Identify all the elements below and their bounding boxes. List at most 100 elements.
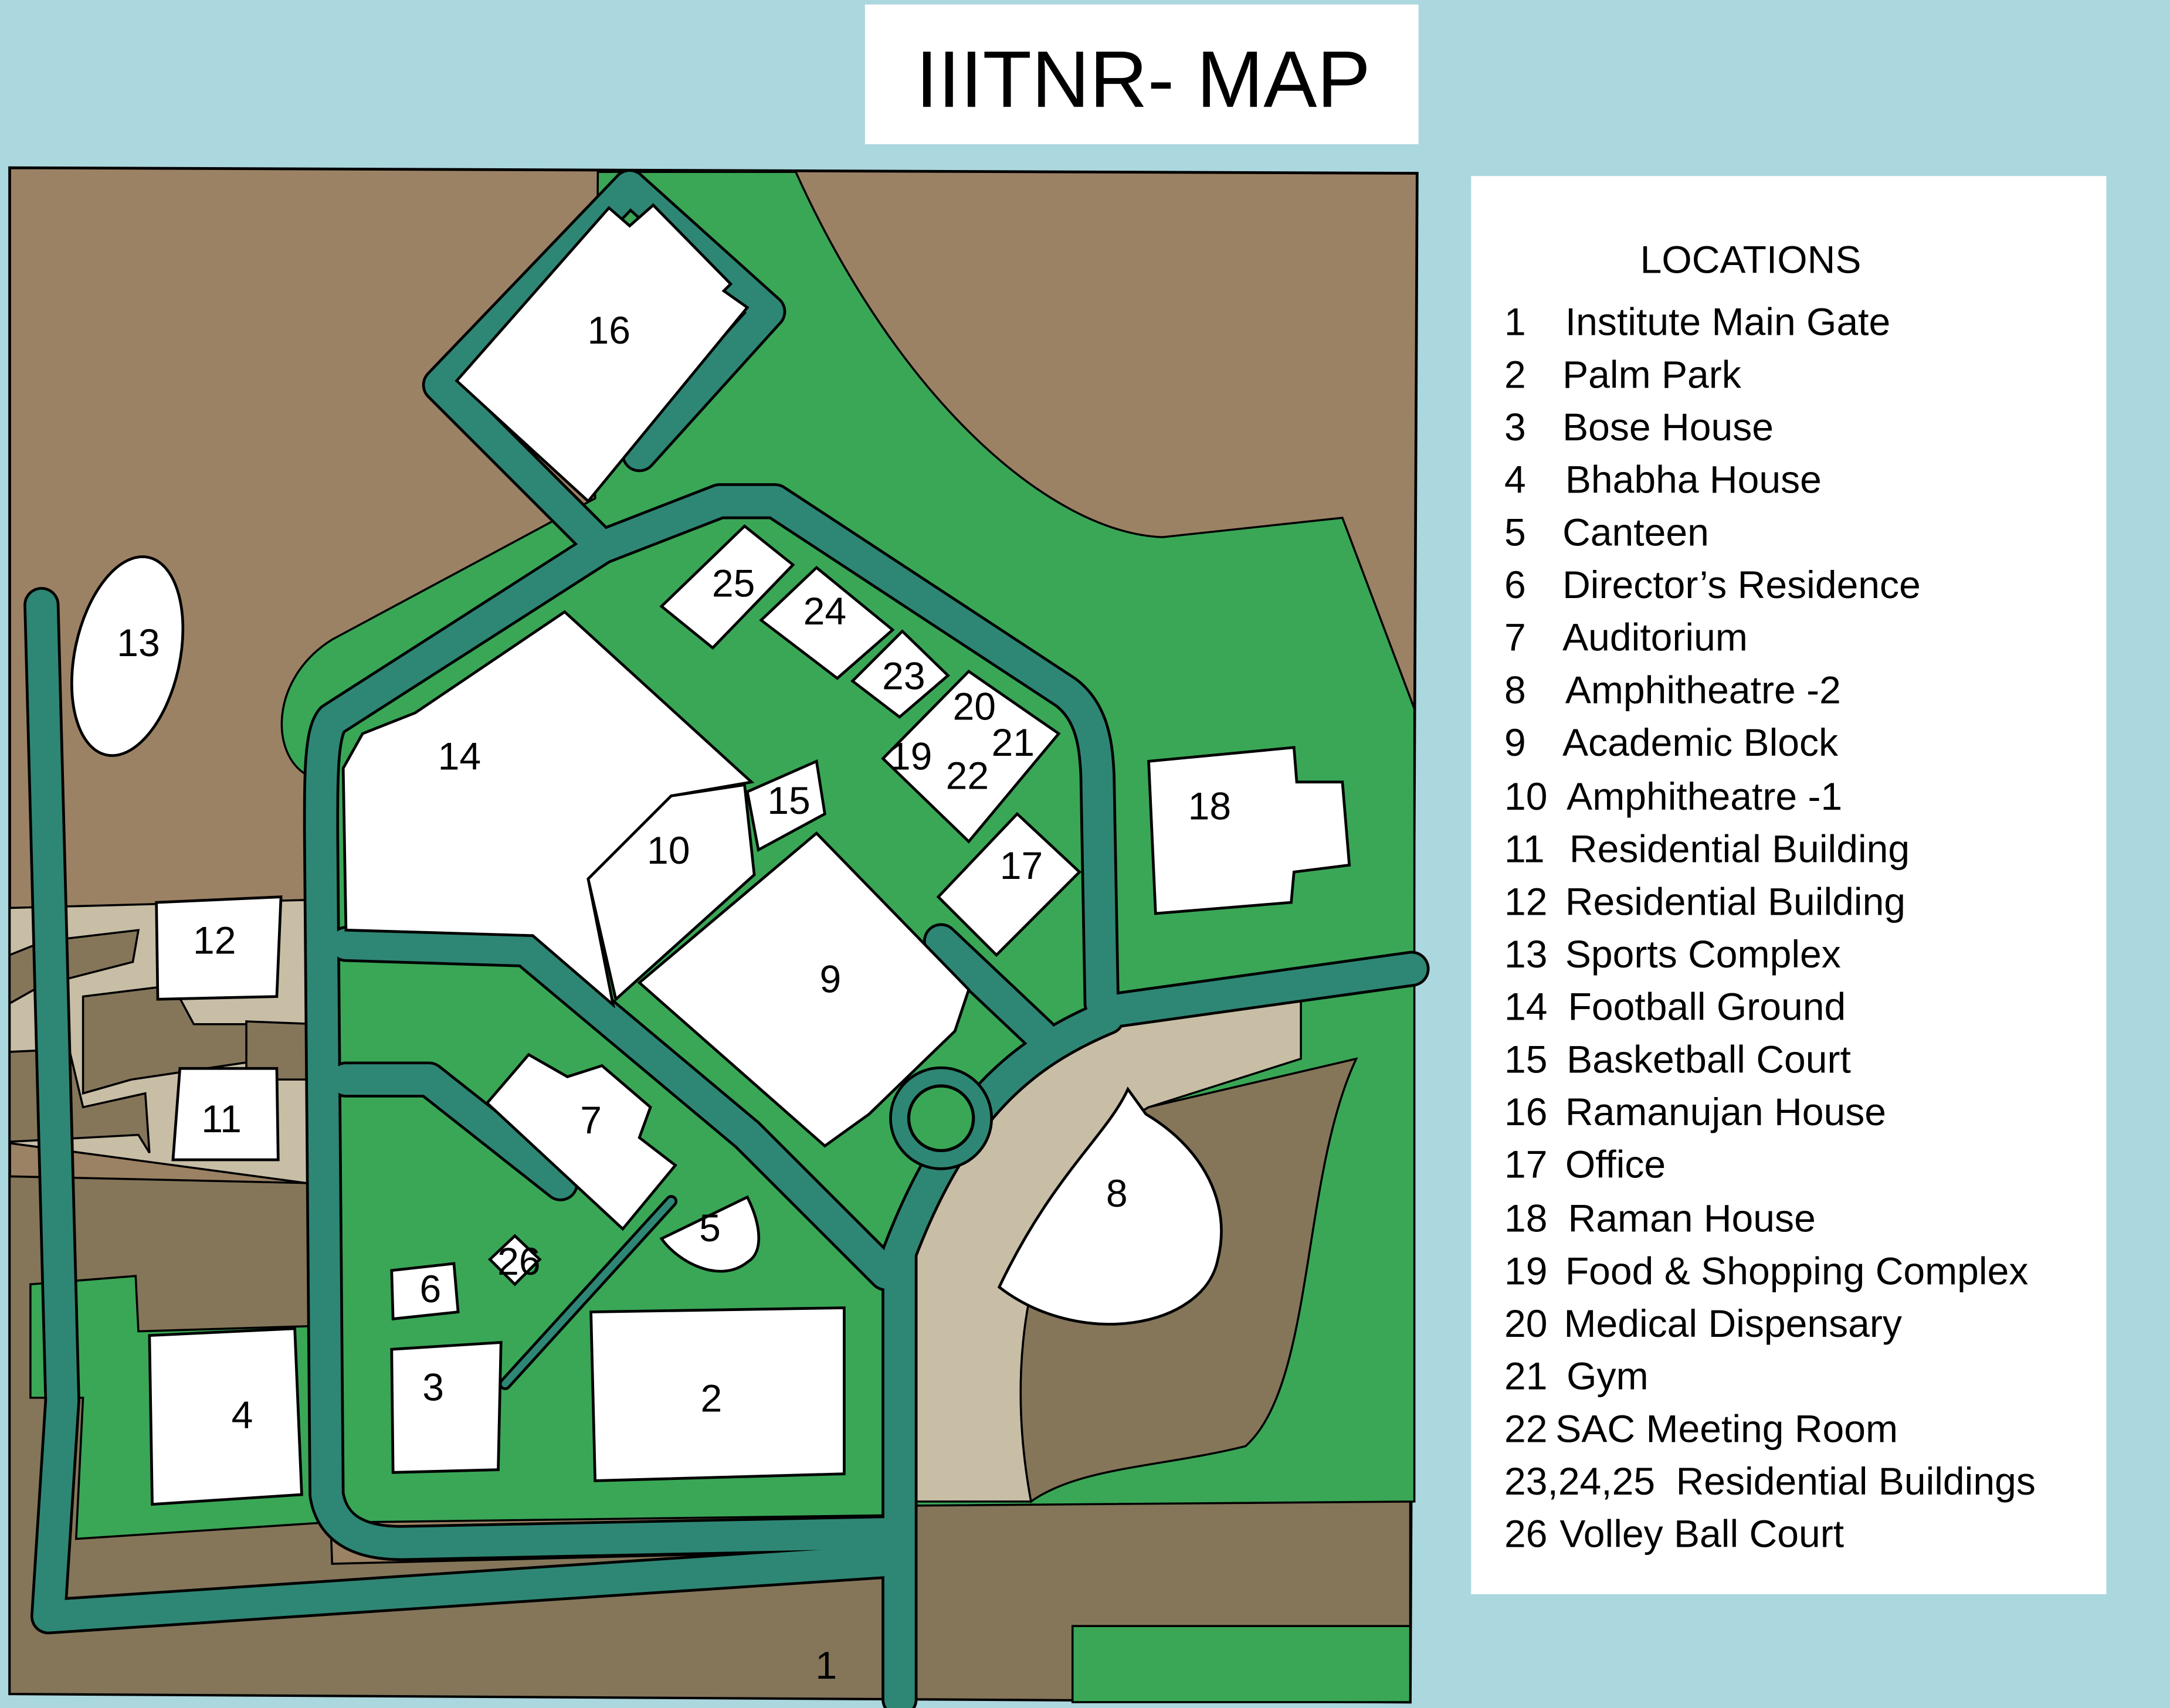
legend-num: 11 (1504, 828, 1545, 871)
legend-num: 23,24,25 (1504, 1460, 1655, 1503)
building-10-amphitheatre-1[interactable] (586, 783, 756, 1002)
legend-name: Bose House (1562, 406, 1774, 449)
label-15: 15 (767, 779, 810, 823)
legend-name: Football Ground (1568, 986, 1846, 1029)
legend-name: Institute Main Gate (1565, 301, 1890, 344)
legend-num: 16 (1504, 1091, 1547, 1134)
label-25: 25 (712, 562, 755, 606)
building-7-auditorium[interactable] (485, 1052, 677, 1231)
legend-num: 1 (1504, 301, 1526, 344)
building-11-residential[interactable] (171, 1067, 280, 1162)
legend-num: 7 (1504, 616, 1526, 660)
label-22: 22 (946, 755, 989, 798)
legend-name: Raman House (1568, 1197, 1816, 1241)
building-16-ramanujan-house[interactable] (455, 203, 750, 504)
legend-num: 9 (1504, 721, 1526, 765)
label-13: 13 (117, 622, 160, 665)
label-4: 4 (232, 1394, 253, 1437)
label-20: 20 (952, 685, 995, 729)
legend-num: 22 (1504, 1407, 1547, 1451)
building-26-volleyball-court[interactable] (487, 1234, 542, 1286)
building-13-sports-complex[interactable] (55, 546, 200, 766)
legend-name: Basketball Court (1567, 1038, 1851, 1081)
legend-num: 2 (1504, 353, 1526, 396)
legend-num: 15 (1504, 1038, 1547, 1081)
legend-name: Ramanujan House (1565, 1091, 1886, 1134)
legend-num: 18 (1504, 1197, 1547, 1241)
building-6-directors-residence[interactable] (390, 1262, 460, 1320)
legend-name: Academic Block (1562, 721, 1839, 765)
label-26: 26 (497, 1240, 540, 1283)
building-19-22-complex[interactable] (881, 669, 1061, 844)
legend-name: Director’s Residence (1562, 563, 1921, 607)
building-3-bose-house[interactable] (390, 1340, 503, 1474)
label-10: 10 (647, 829, 690, 872)
label-19: 19 (889, 735, 932, 779)
legend-name: Residential Building (1569, 828, 1910, 871)
legend-num: 13 (1504, 933, 1547, 976)
label-6: 6 (419, 1268, 441, 1311)
label-16: 16 (588, 309, 630, 352)
building-8-amphitheatre-2[interactable] (997, 1086, 1223, 1326)
legend-name: Food & Shopping Complex (1565, 1249, 2029, 1293)
legend-num: 10 (1504, 775, 1547, 819)
label-24: 24 (803, 590, 846, 633)
legend-num: 20 (1504, 1302, 1547, 1346)
building-25[interactable] (659, 524, 795, 650)
building-5-canteen[interactable] (659, 1195, 761, 1273)
label-12: 12 (193, 919, 236, 962)
legend-title: LOCATIONS (1640, 238, 1862, 281)
roads[interactable] (23, 169, 1430, 1708)
label-1: 1 (815, 1644, 837, 1687)
label-14: 14 (438, 735, 481, 779)
legend-name: Sports Complex (1565, 933, 1841, 976)
building-23[interactable] (850, 629, 950, 719)
building-15-basketball-court[interactable] (745, 759, 826, 853)
legend-name: Office (1565, 1143, 1666, 1187)
building-14-football-ground[interactable] (341, 610, 755, 1008)
label-9: 9 (819, 957, 841, 1001)
building-9-academic-block[interactable] (637, 831, 971, 1148)
building-24[interactable] (759, 565, 895, 680)
label-18: 18 (1188, 785, 1231, 828)
green-patch (1071, 1625, 1412, 1703)
legend-name: Residential Building (1565, 880, 1905, 923)
building-17-office[interactable] (936, 811, 1081, 957)
label-7: 7 (580, 1099, 602, 1142)
legend-panel: LOCATIONS 1 Institute Main Gate 2 Palm Par… (1471, 176, 2107, 1594)
legend-name: Residential Buildings (1676, 1460, 2036, 1503)
legend-num: 17 (1504, 1143, 1547, 1187)
legend-num: 3 (1504, 406, 1526, 449)
label-8: 8 (1106, 1172, 1128, 1215)
legend-num: 4 (1504, 459, 1526, 502)
legend-name: Volley Ball Court (1559, 1513, 1844, 1556)
legend-num: 8 (1504, 668, 1526, 712)
map-title: IIITNR- MAP (916, 35, 1371, 124)
building-2-palm-park[interactable] (589, 1306, 846, 1482)
legend-name: Medical Dispensary (1564, 1302, 1901, 1346)
building-18-raman-house[interactable] (1147, 746, 1351, 915)
legend-name: SAC Meeting Room (1555, 1407, 1898, 1451)
legend-name: Canteen (1562, 511, 1709, 554)
label-3: 3 (422, 1366, 444, 1410)
building-4-bhabha-house[interactable] (148, 1327, 303, 1506)
map-area: 1 2 3 4 5 6 7 8 9 10 11 12 13 14 15 16 1… (8, 166, 1430, 1708)
legend-num: 6 (1504, 563, 1526, 607)
legend-num: 19 (1504, 1249, 1547, 1293)
label-21: 21 (992, 721, 1035, 765)
title-box: IIITNR- MAP (864, 4, 1419, 144)
legend-num: 21 (1504, 1355, 1547, 1398)
legend-num: 12 (1504, 880, 1547, 923)
label-2: 2 (701, 1377, 723, 1420)
legend-list: 1 Institute Main Gate 2 Palm Park 3 Bose Ho… (1504, 301, 2036, 1556)
legend-name: Palm Park (1562, 353, 1742, 396)
label-5: 5 (699, 1207, 721, 1250)
label-11: 11 (201, 1098, 242, 1141)
legend-name: Bhabha House (1565, 459, 1822, 502)
building-12-residential[interactable] (155, 895, 283, 1001)
label-23: 23 (882, 655, 925, 698)
legend-num: 14 (1504, 986, 1547, 1029)
legend-num: 5 (1504, 511, 1526, 554)
label-17: 17 (1000, 844, 1043, 888)
